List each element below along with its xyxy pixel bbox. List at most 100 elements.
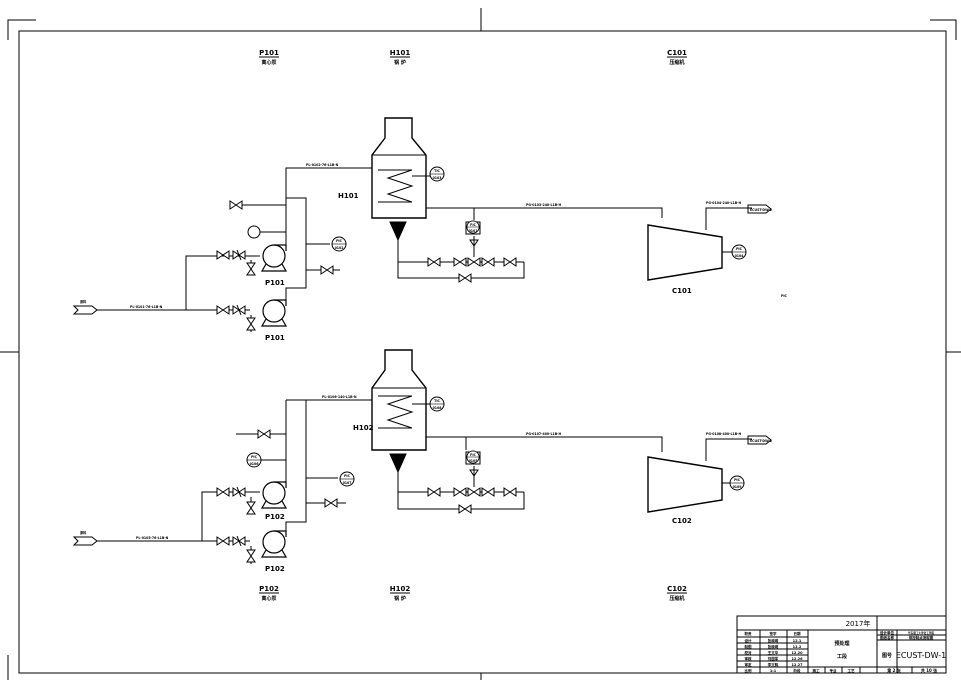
upper-pump-pi-a: PIC (336, 239, 343, 243)
tb-drawing-name-label: 图纸名称 (880, 635, 894, 640)
lower-outlet-arrow (747, 435, 772, 445)
lower-check-valve-a[interactable] (232, 486, 246, 498)
tb-row-5-role: 审定 (745, 662, 753, 667)
upper-heater-tc-a: TIC (434, 169, 440, 173)
headers-bottom: P102 离心泵 H102 锅 炉 C102 压缩机 (259, 585, 687, 602)
lower-suction-valve-b[interactable] (216, 536, 230, 546)
upper-heater-tag: H101 (338, 192, 359, 200)
lower-suction-valve-a[interactable] (216, 487, 230, 497)
lower-bypass-valve[interactable] (458, 504, 472, 514)
lower-heater[interactable] (371, 349, 427, 492)
lower-branch-valve[interactable] (257, 429, 271, 439)
lower-compressor[interactable] (647, 456, 723, 513)
lower-pump-a[interactable] (261, 481, 287, 509)
upper-drain-valve-b[interactable] (246, 317, 256, 331)
tb-sheet-no: 第 2 张 (887, 667, 902, 673)
tb-stage-label: 阶段 (794, 668, 802, 673)
upper-pump-a[interactable] (261, 244, 287, 272)
header-c101-name: 压缩机 (669, 59, 684, 66)
upper-pump-pi-b: 0102 (335, 246, 344, 250)
upper-valve-fc-b: 0101 (469, 229, 478, 233)
tb-row-4-sign: 刘国军 (768, 656, 779, 661)
lower-pump-b-tag: P102 (265, 565, 285, 573)
lower-line-riser: PL-0106-140-L1B-N (322, 395, 357, 399)
lower-comp-pi-a: PIC (734, 478, 741, 482)
header-h102-name: 锅 炉 (393, 595, 406, 602)
lower-vent-valve[interactable] (324, 498, 338, 508)
tb-stage: 施工 (813, 668, 821, 673)
lower-fuel-valve-d[interactable] (503, 487, 517, 497)
tb-sheet-total: 共 10 张 (921, 667, 938, 673)
tb-year: 2017年 (846, 619, 871, 628)
upper-heater[interactable] (371, 117, 427, 262)
lower-fuel-valve-b[interactable] (453, 487, 467, 497)
tb-row-2-sign: 张晓明 (768, 644, 779, 649)
lower-valve-fc-a: FIC (470, 453, 476, 457)
lower-pump-b[interactable] (261, 530, 287, 558)
upper-valve-fc-a: FIC (470, 223, 476, 227)
drawing-frame (0, 8, 961, 680)
upper-control-valve[interactable] (467, 257, 481, 267)
upper-bypass-valve[interactable] (458, 273, 472, 283)
tb-drawing-no: ECUST-DW-1 (896, 651, 946, 660)
upper-heater-tc-b: 0103 (433, 176, 442, 180)
upper-compressor-tag: C101 (672, 287, 692, 295)
tb-row-5-date: 12.27 (791, 663, 803, 667)
upper-suction-valve-b[interactable] (216, 305, 230, 315)
upper-inlet-arrow (72, 305, 98, 315)
upper-pump-b[interactable] (261, 299, 287, 327)
lower-check-valve-b[interactable] (232, 535, 246, 547)
lower-inlet-label: 原料 (80, 530, 87, 535)
upper-fuel-valve-c[interactable] (481, 257, 495, 267)
tb-row-4-role: 审核 (745, 656, 753, 661)
lower-pump-pi-a-1: PIC (251, 455, 258, 459)
upper-gauge (247, 225, 261, 239)
upper-check-valve-a[interactable] (232, 249, 246, 261)
tb-discipline-label: 专业 (830, 668, 838, 673)
upper-branch-valve[interactable] (229, 200, 243, 210)
tb-scale-label: 比例 (745, 668, 753, 673)
upper-fuel-valve-a[interactable] (427, 257, 441, 267)
tb-design-unit: 华东理工大学化工学院 (908, 631, 934, 635)
upper-outlet-arrow (747, 204, 772, 214)
upper-suction-valve-a[interactable] (216, 250, 230, 260)
upper-outlet-tag: ECUST-DW-2 (750, 208, 772, 212)
tb-section: 工段 (837, 653, 847, 660)
upper-line-feed: PL-0101-76-L1B-N (130, 305, 163, 309)
lower-valve-fc-b: 0105 (469, 459, 478, 463)
upper-drain-valve-a[interactable] (246, 262, 256, 276)
lower-fuel-valve-a[interactable] (427, 487, 441, 497)
upper-fuel-valve-b[interactable] (453, 257, 467, 267)
header-c101-tag: C101 (667, 49, 687, 57)
lower-train: 原料 PL-0105-76-L1B-N P102 P102 PL-0106-14… (72, 349, 772, 573)
lower-drain-valve-a[interactable] (246, 501, 256, 515)
tb-row-1-sign: 张晓明 (768, 638, 779, 643)
lower-inlet-arrow (72, 536, 98, 546)
lower-comp-pi-b: 0109 (733, 485, 743, 489)
tb-row-0-role: 职责 (745, 631, 753, 636)
lower-pump-pi-a-2: 0106 (250, 462, 260, 466)
lower-drain-valve-b[interactable] (246, 549, 256, 563)
header-h101-tag: H101 (390, 49, 411, 57)
upper-check-valve-b[interactable] (232, 304, 246, 316)
lower-line-outlet: PG-0108-400-L1B-H (706, 432, 741, 436)
upper-vent-valve[interactable] (320, 265, 334, 275)
tb-row-2-date: 12.2 (793, 645, 802, 649)
header-p101-tag: P101 (259, 49, 279, 57)
tb-row-3-date: 12.20 (791, 651, 803, 655)
tb-scale: 1:1 (770, 669, 777, 673)
tb-row-3-role: 校对 (745, 650, 753, 655)
upper-line-main: PG-0103-240-L1B-H (526, 203, 561, 207)
tb-row-1-date: 12.1 (793, 639, 802, 643)
tb-row-1-role: 设计 (745, 638, 753, 643)
lower-heater-tc-b: 0108 (433, 406, 443, 410)
upper-fuel-valve-d[interactable] (503, 257, 517, 267)
header-h102-tag: H102 (390, 585, 411, 593)
lower-control-valve[interactable] (467, 487, 481, 497)
header-h101-name: 锅 炉 (393, 59, 406, 66)
title-block: 2017年 预处理 工段 设计单位 华东理工大学化工学院 图纸名称 带控制点流程… (736, 615, 947, 674)
tb-row-2-role: 制图 (745, 644, 753, 649)
upper-compressor[interactable] (647, 224, 723, 281)
lower-fuel-valve-c[interactable] (481, 487, 495, 497)
